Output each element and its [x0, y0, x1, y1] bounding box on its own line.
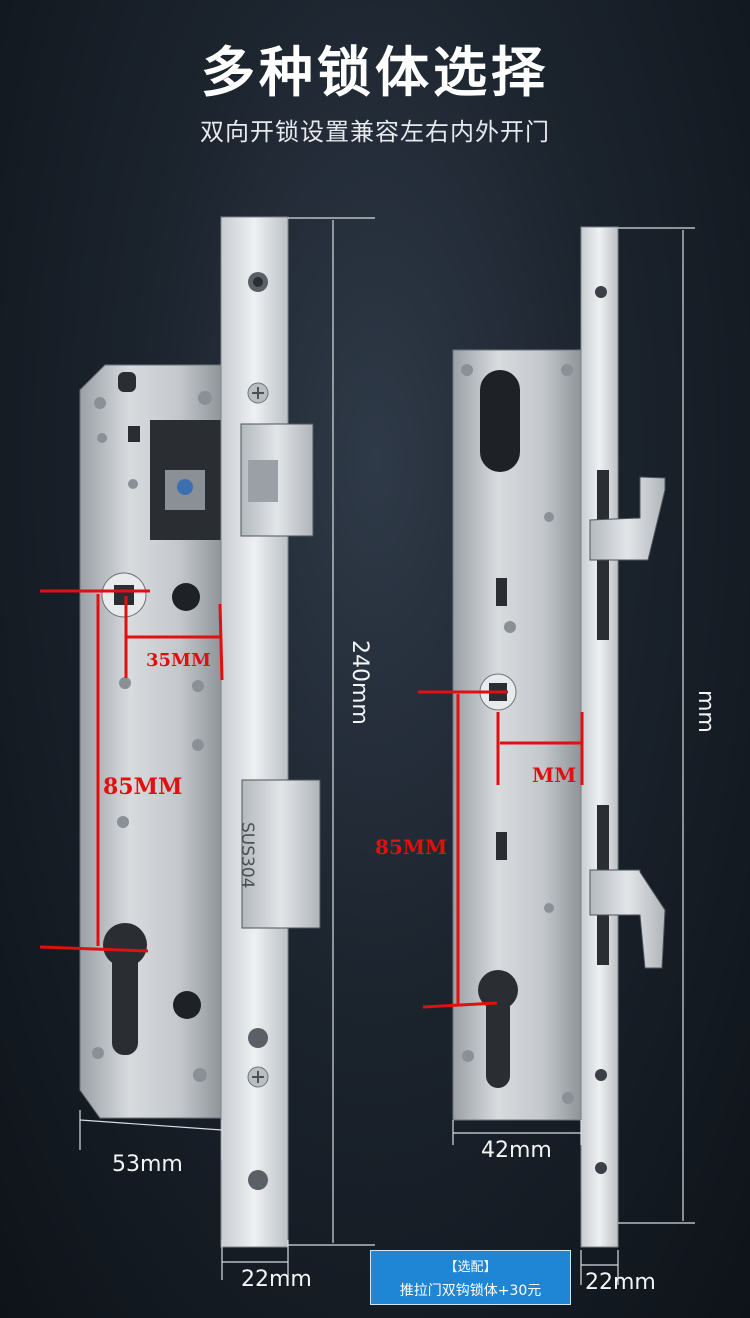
option-badge-text: 推拉门双钩锁体+30元	[399, 1283, 542, 1299]
right-red-markers	[418, 690, 584, 1009]
left-dimension-lines	[79, 217, 375, 1280]
option-badge-tag: 【选配】	[444, 1260, 497, 1275]
right-dimension-lines	[452, 227, 695, 1285]
left-red-markers	[39, 589, 224, 953]
left-latch-bolt	[240, 423, 314, 537]
right-lock-body	[452, 349, 582, 1121]
material-stamp: SUS304	[237, 822, 257, 889]
right-body-width-label: 42mm	[481, 1138, 552, 1163]
right-hook-upper	[589, 476, 666, 561]
option-badge: 【选配】 推拉门双钩锁体+30元	[370, 1250, 571, 1305]
right-lock-faceplate	[580, 226, 619, 1248]
left-backset-label: 35MM	[146, 650, 211, 671]
right-height-label: mm	[693, 690, 718, 733]
left-lock-faceplate	[220, 216, 289, 1248]
right-backset-label: MM	[532, 763, 577, 787]
page-subtitle: 双向开锁设置兼容左右内外开门	[200, 118, 550, 146]
left-center-distance-label: 85MM	[103, 774, 183, 800]
left-dead-bolt	[241, 779, 321, 929]
right-center-distance-label: 85MM	[375, 835, 448, 859]
left-height-label: 240mm	[347, 640, 372, 725]
left-lock-body	[79, 364, 223, 1119]
right-hook-lower	[589, 869, 666, 969]
left-faceplate-width-label: 22mm	[241, 1267, 312, 1292]
page-title: 多种锁体选择	[201, 41, 549, 104]
left-body-width-label: 53mm	[112, 1152, 183, 1177]
right-faceplate-width-label: 22mm	[585, 1270, 656, 1295]
